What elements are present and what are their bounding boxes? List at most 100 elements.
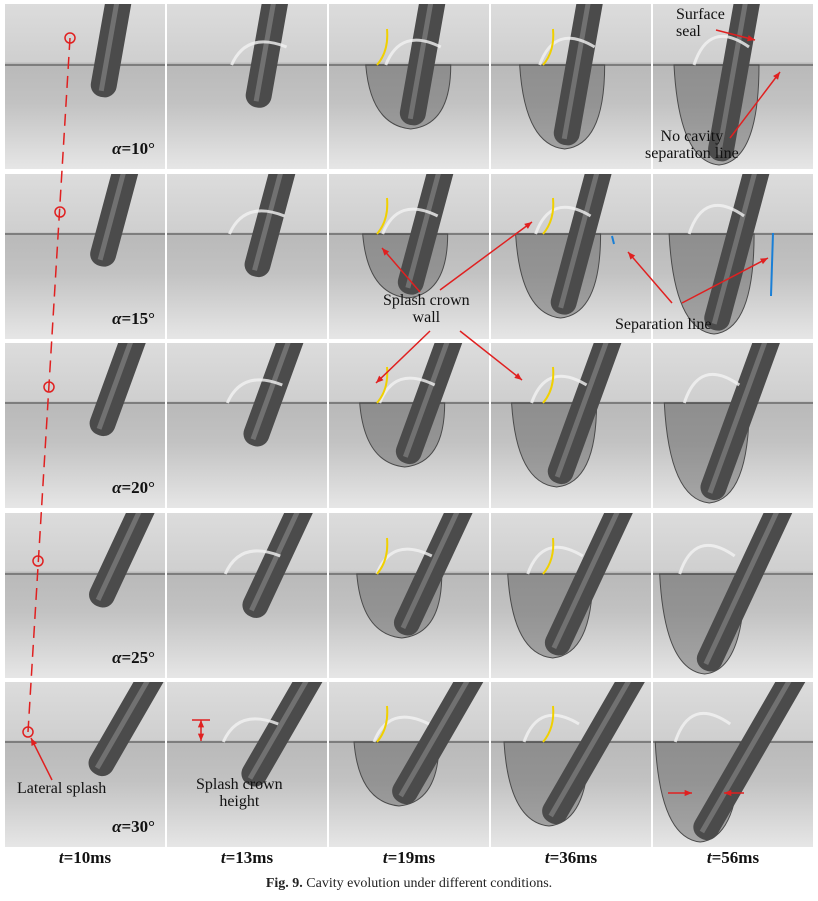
figure-caption: Fig. 9. Cavity evolution under different…	[265, 876, 553, 891]
photo-panel-r4-c4	[491, 513, 651, 678]
projectile-highlight	[561, 4, 601, 140]
projectile-highlight	[703, 513, 791, 665]
photo-panel-r4-c1: α=25°	[5, 513, 165, 678]
projectile-highlight	[252, 174, 308, 271]
splash-crown-outline	[376, 197, 389, 235]
photo-panel-r5-c3	[329, 682, 489, 847]
splash-spray	[375, 547, 433, 575]
photo-panel-r5-c4	[491, 682, 651, 847]
splash-spray	[372, 715, 430, 743]
time-label-4: t=36ms	[544, 848, 598, 867]
projectile-highlight	[253, 4, 293, 102]
panel-graphic	[491, 513, 651, 659]
splash-crown-outline	[542, 537, 555, 575]
splash-spray	[384, 38, 442, 66]
photo-panel-r4-c5	[653, 513, 813, 678]
projectile-highlight	[402, 343, 475, 458]
panel-graphic	[491, 343, 651, 488]
splash-spray	[538, 36, 596, 66]
photo-panel-r3-c5	[653, 343, 813, 508]
panel-graphic	[653, 343, 813, 504]
splash-crown-outline	[542, 28, 555, 66]
projectile-highlight	[548, 682, 650, 818]
splash-crown-outline	[376, 537, 389, 575]
panel-graphic	[491, 4, 651, 150]
photo-panel-r1-c1: α=10°	[5, 4, 165, 169]
projectile-highlight	[400, 513, 488, 629]
projectile-highlight	[97, 174, 153, 261]
projectile-highlight	[716, 4, 755, 156]
splash-spray	[381, 207, 439, 235]
panel-graphic	[653, 174, 813, 335]
splash-spray	[526, 545, 584, 575]
panel-graphic	[653, 513, 813, 675]
splash-spray	[522, 713, 580, 743]
panel-graphic	[167, 174, 327, 278]
projectile-highlight	[249, 513, 327, 612]
photo-panel-r1-c2	[167, 4, 327, 169]
projectile-highlight	[95, 513, 165, 601]
splash-spray	[534, 205, 592, 235]
alpha-label-3: α=20°	[112, 478, 155, 497]
splash-crown-outline	[376, 28, 389, 66]
panel-graphic	[329, 513, 489, 639]
projectile-highlight	[94, 682, 165, 770]
time-label-1: t=10ms	[58, 848, 112, 867]
panel-graphic	[653, 682, 813, 843]
splash-crown-outline	[376, 705, 389, 743]
projectile-highlight	[707, 343, 779, 494]
projectile-body	[244, 174, 317, 278]
panel-graphic	[491, 682, 651, 827]
projectile-highlight	[407, 4, 447, 120]
photo-panel-r5-c1: α=30°	[5, 682, 165, 847]
photo-panel-r3-c3	[329, 343, 489, 508]
splash-spray	[692, 34, 750, 66]
alpha-label-1: α=10°	[112, 139, 155, 158]
alpha-label-5: α=30°	[112, 817, 155, 836]
photo-panel-r1-c3	[329, 4, 489, 169]
panel-graphic	[167, 513, 327, 618]
photo-panel-r2-c4	[491, 174, 651, 339]
splash-spray	[682, 372, 741, 404]
projectile-highlight	[247, 682, 327, 780]
photo-panel-r3-c1: α=20°	[5, 343, 165, 508]
photo-panel-r2-c2	[167, 174, 327, 339]
photo-panel-r1-c4	[491, 4, 651, 169]
photo-panel-r3-c4	[491, 343, 651, 508]
panel-graphic	[167, 4, 327, 108]
separation-line-label: Separation line	[615, 316, 712, 333]
photo-panel-r4-c3	[329, 513, 489, 678]
projectile-highlight	[405, 174, 461, 289]
photo-panel-r2-c1: α=15°	[5, 174, 165, 339]
alpha-label-4: α=25°	[112, 648, 155, 667]
photo-panel-r5-c2	[167, 682, 327, 847]
splash-spray	[687, 203, 745, 235]
projectile-body	[245, 4, 303, 108]
splash-crown-outline	[542, 366, 555, 404]
splash-spray	[225, 378, 283, 404]
projectile-highlight	[398, 682, 489, 798]
splash-spray	[223, 549, 281, 575]
panel-graphic	[329, 4, 489, 130]
panel-graphic	[491, 174, 651, 319]
splash-crown-outline	[542, 705, 555, 743]
projectile-highlight	[98, 4, 138, 92]
lateral-splash-label: Lateral splash	[17, 780, 107, 797]
photo-panel-r5-c5	[653, 682, 813, 847]
panel-graphic	[167, 682, 327, 787]
photo-panel-r2-c5	[653, 174, 813, 339]
projectile-highlight	[551, 513, 639, 649]
time-label-2: t=13ms	[220, 848, 274, 867]
projectile-highlight	[554, 343, 626, 478]
projectile-body	[90, 4, 148, 98]
splash-spray	[678, 543, 736, 575]
panel-graphic	[329, 343, 489, 468]
projectile-body	[90, 174, 162, 267]
photo-panel-r3-c2	[167, 343, 327, 508]
projectile-highlight	[96, 343, 165, 430]
time-label-3: t=19ms	[382, 848, 436, 867]
